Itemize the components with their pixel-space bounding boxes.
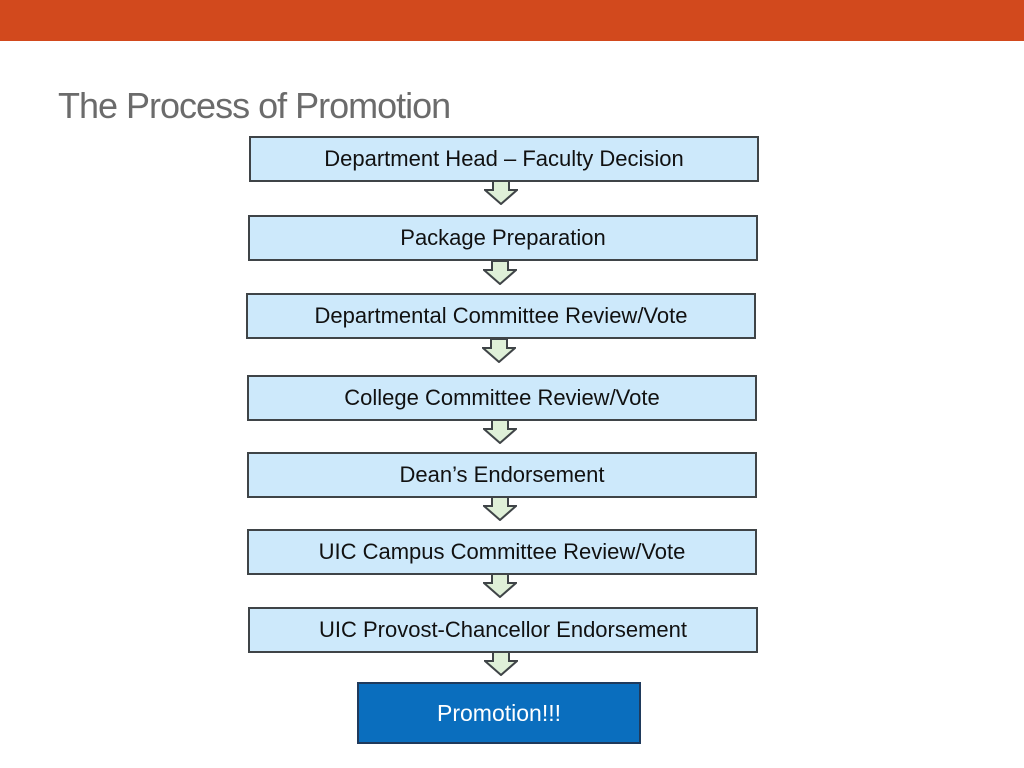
down-arrow-icon xyxy=(483,574,517,598)
down-arrow-icon xyxy=(483,497,517,521)
slide-title: The Process of Promotion xyxy=(58,85,451,126)
down-arrow-icon xyxy=(482,339,516,363)
step-uic-campus-committee-review: UIC Campus Committee Review/Vote xyxy=(247,529,757,575)
step-package-preparation: Package Preparation xyxy=(248,215,758,261)
down-arrow-icon xyxy=(484,652,518,676)
step-department-head-decision: Department Head – Faculty Decision xyxy=(249,136,759,182)
down-arrow-icon xyxy=(484,181,518,205)
step-uic-provost-chancellor-endorsement: UIC Provost-Chancellor Endorsement xyxy=(248,607,758,653)
down-arrow-icon xyxy=(483,261,517,285)
top-accent-bar xyxy=(0,0,1024,41)
down-arrow-icon xyxy=(483,420,517,444)
step-college-committee-review: College Committee Review/Vote xyxy=(247,375,757,421)
step-departmental-committee-review: Departmental Committee Review/Vote xyxy=(246,293,756,339)
step-promotion-final: Promotion!!! xyxy=(357,682,641,744)
step-deans-endorsement: Dean’s Endorsement xyxy=(247,452,757,498)
